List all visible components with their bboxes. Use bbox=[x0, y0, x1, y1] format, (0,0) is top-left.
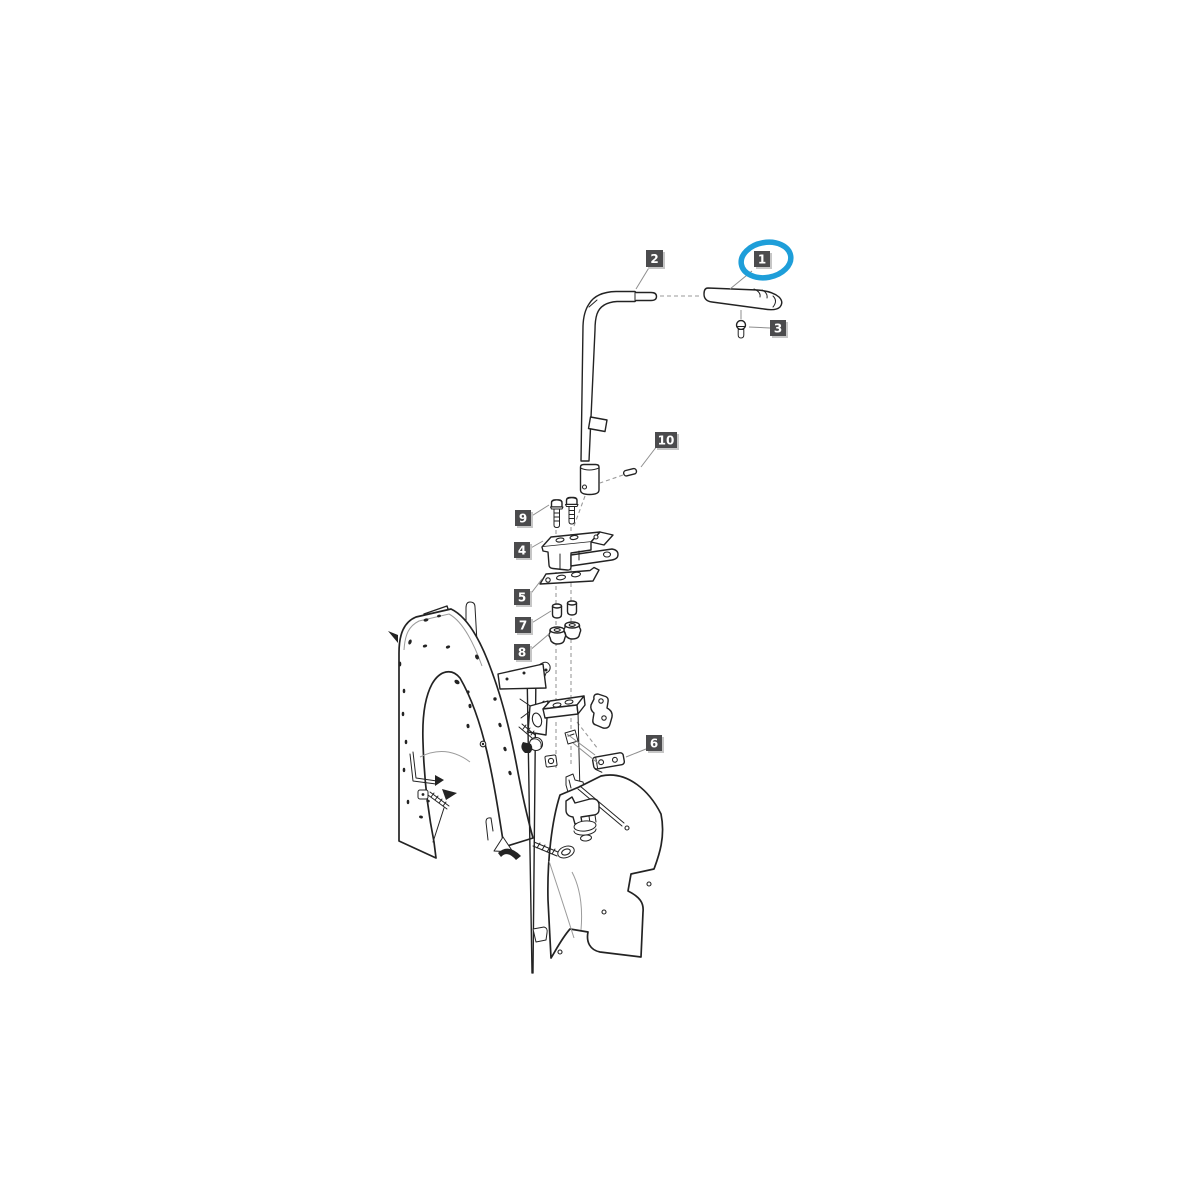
svg-text:1: 1 bbox=[758, 253, 766, 267]
svg-text:7: 7 bbox=[519, 619, 527, 633]
leader-lines bbox=[528, 265, 771, 765]
part-lock-plate bbox=[539, 566, 600, 585]
svg-text:3: 3 bbox=[774, 322, 782, 336]
highlight-ring bbox=[738, 239, 794, 281]
frame-assembly bbox=[388, 601, 664, 974]
svg-text:5: 5 bbox=[518, 591, 526, 605]
part-spacers bbox=[551, 600, 578, 619]
panel-holes bbox=[398, 614, 512, 819]
part-handle-grip bbox=[703, 287, 783, 319]
part-bushings bbox=[548, 621, 582, 645]
svg-text:8: 8 bbox=[518, 646, 526, 660]
part-latch-plate bbox=[591, 752, 626, 773]
callout-4[interactable]: 4 bbox=[514, 542, 532, 560]
callout-2[interactable]: 2 bbox=[646, 250, 665, 269]
part-mounting-bracket bbox=[541, 531, 619, 571]
part-pin bbox=[622, 467, 638, 477]
svg-text:9: 9 bbox=[519, 512, 527, 526]
part-bolts bbox=[550, 496, 579, 528]
callout-9[interactable]: 9 bbox=[515, 510, 533, 528]
callout-8[interactable]: 8 bbox=[514, 644, 532, 662]
callout-10[interactable]: 10 bbox=[655, 432, 679, 450]
svg-text:2: 2 bbox=[650, 252, 658, 266]
callout-7[interactable]: 7 bbox=[515, 617, 533, 635]
svg-text:4: 4 bbox=[518, 544, 526, 558]
svg-text:6: 6 bbox=[650, 737, 658, 751]
callouts: 2 1 3 10 9 4 5 bbox=[514, 250, 788, 753]
part-lever-rod bbox=[579, 290, 658, 496]
callout-1[interactable]: 1 bbox=[754, 251, 772, 269]
callout-3[interactable]: 3 bbox=[770, 320, 788, 338]
part-screw bbox=[735, 319, 747, 339]
left-leg-details bbox=[409, 751, 521, 860]
callout-5[interactable]: 5 bbox=[514, 589, 532, 607]
svg-text:10: 10 bbox=[658, 434, 675, 448]
callout-6[interactable]: 6 bbox=[646, 735, 664, 753]
